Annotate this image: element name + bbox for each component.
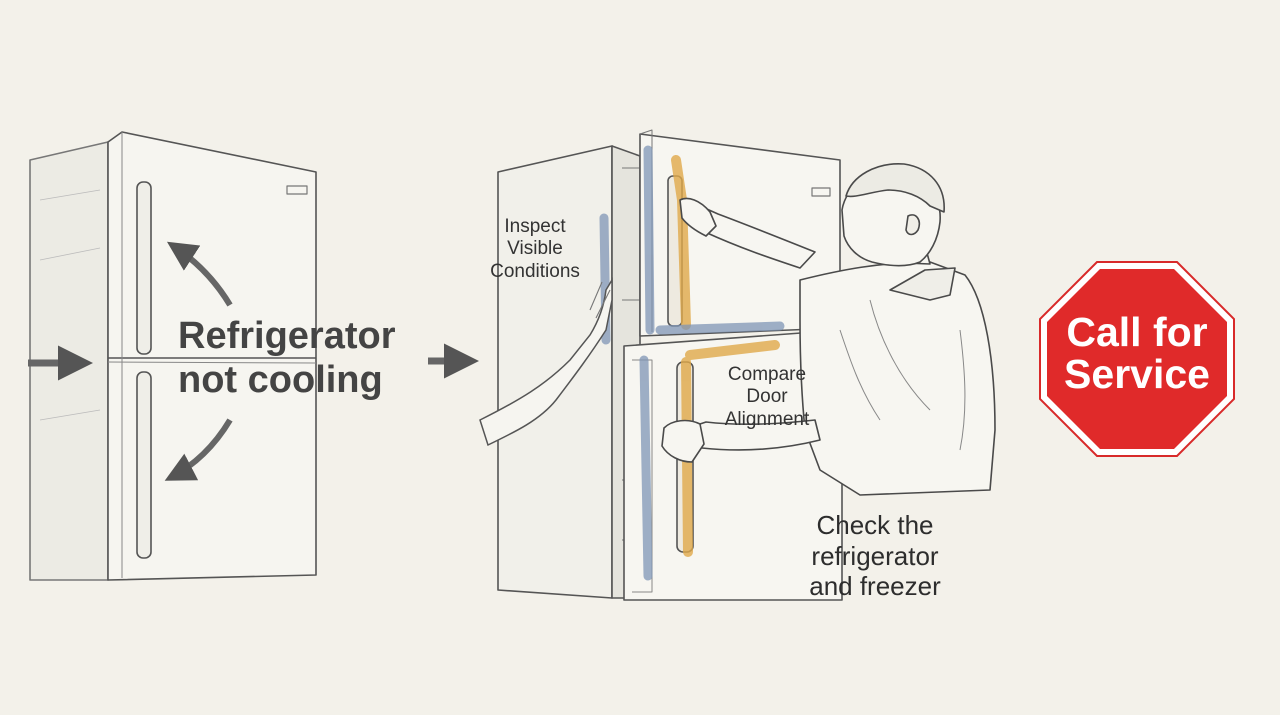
stop-sign-line-2: Service [1064,350,1210,397]
diagram-title: Refrigerator not cooling [178,314,428,402]
annotation-compare-line-2: Door [746,386,788,408]
stop-sign [1039,261,1235,457]
stop-sign-text: Call for Service [1040,309,1234,397]
left-hand [479,277,613,447]
arrow-curved-down [164,418,233,481]
title-line-2: not cooling [178,359,383,402]
annotation-compare: Compare Door Alignment [702,364,832,431]
annotation-inspect-line-1: Inspect [504,216,566,237]
annotation-inspect-line-2: Visible [507,238,563,260]
technician-figure [661,163,996,496]
annotation-check-line-2: refrigerator [811,540,939,571]
stop-sign-line-1: Call for [1066,309,1208,355]
left-refrigerator [29,131,317,581]
title-line-1: Refrigerator [178,315,396,357]
annotation-compare-line-3: Alignment [724,408,810,430]
annotation-inspect-line-3: Conditions [490,260,580,282]
annotation-check-line-3: and freezer [809,571,941,602]
annotation-inspect: Inspect Visible Conditions [470,216,600,283]
annotation-check-line-1: Check the [816,510,934,540]
annotation-compare-line-1: Compare [727,364,807,385]
arrow-curved-up [166,241,233,307]
annotation-check: Check the refrigerator and freezer [770,510,980,602]
